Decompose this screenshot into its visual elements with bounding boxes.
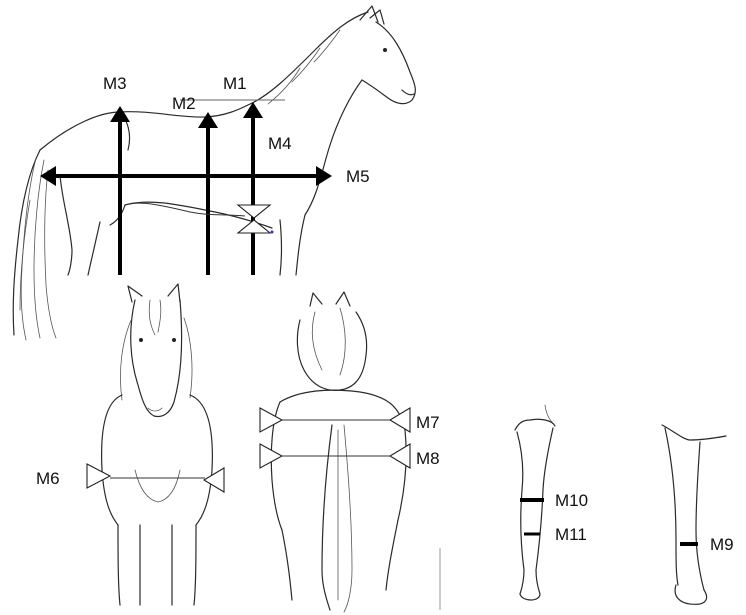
label-m9: M9 <box>710 535 734 554</box>
label-m7: M7 <box>416 413 440 432</box>
front-leg-view <box>515 405 555 600</box>
label-m11: M11 <box>555 525 587 544</box>
horse-front-view <box>87 284 224 605</box>
label-m1: M1 <box>223 74 247 93</box>
label-m5: M5 <box>346 167 370 186</box>
label-m6: M6 <box>36 469 60 488</box>
label-m8: M8 <box>416 449 440 468</box>
label-m3: M3 <box>103 74 127 93</box>
label-m10: M10 <box>555 491 588 510</box>
label-m4: M4 <box>268 134 292 153</box>
side-measurement-arrows <box>40 100 332 275</box>
hind-leg-view <box>662 425 726 604</box>
horse-rear-view <box>260 292 410 612</box>
label-m2: M2 <box>172 94 196 113</box>
